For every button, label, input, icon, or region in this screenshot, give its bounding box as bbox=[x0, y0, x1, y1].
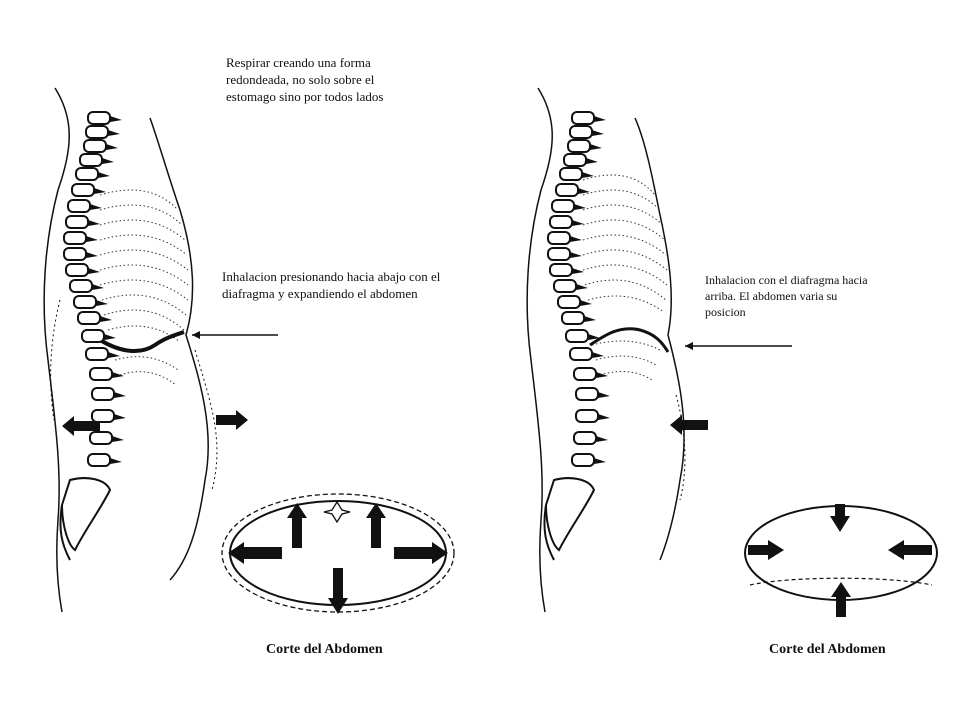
left-note-top: Respirar creando una forma redondeada, n… bbox=[226, 54, 426, 105]
right-diaphragm bbox=[590, 329, 668, 352]
right-note-mid: Inhalacion con el diafragma hacia arriba… bbox=[705, 272, 875, 320]
left-figure bbox=[44, 88, 454, 614]
left-front-outline bbox=[150, 118, 208, 580]
left-spine bbox=[60, 112, 126, 560]
right-caption: Corte del Abdomen bbox=[769, 642, 886, 658]
left-back-dotted bbox=[51, 300, 60, 420]
left-front-arrow bbox=[216, 410, 248, 430]
left-caption: Corte del Abdomen bbox=[266, 642, 383, 658]
left-sacrum bbox=[62, 478, 110, 550]
left-note-mid: Inhalacion presionando hacia abajo con e… bbox=[222, 268, 490, 302]
right-ribcage bbox=[583, 175, 667, 380]
right-back-outline bbox=[527, 88, 552, 612]
right-sacrum bbox=[546, 478, 594, 550]
left-diaphragm bbox=[100, 332, 184, 351]
right-spine bbox=[544, 112, 610, 560]
right-figure bbox=[527, 88, 937, 617]
right-abdomen-section bbox=[745, 504, 937, 617]
left-abdomen-section bbox=[222, 494, 454, 614]
right-front-arrow bbox=[670, 415, 708, 435]
